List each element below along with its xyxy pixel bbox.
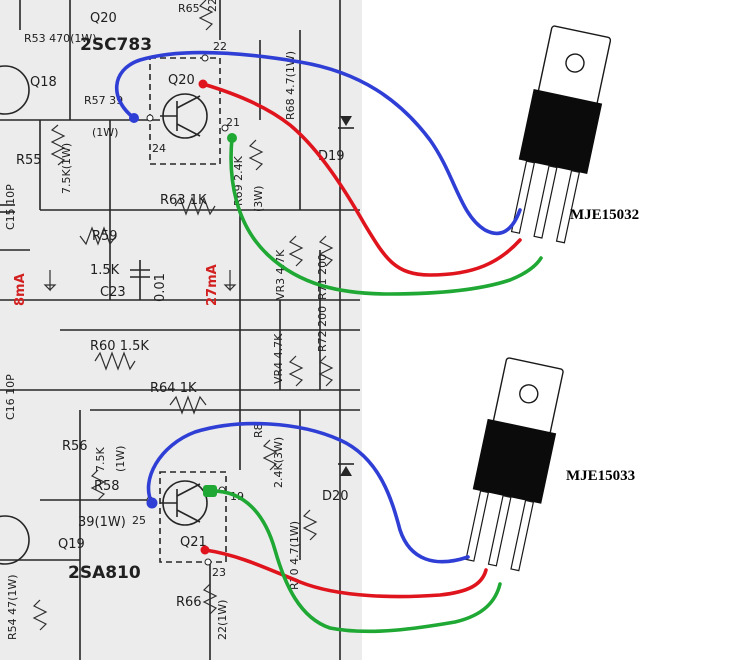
current-label-27ma: 27mA [205, 264, 220, 306]
package-body [472, 418, 557, 504]
solder-point-base-lower [146, 497, 158, 509]
r55-value: 7.5K(1W) [60, 143, 73, 194]
r60-label: R60 1.5K [90, 339, 149, 354]
q20-type: 2SC783 [80, 35, 152, 55]
current-label-8ma: 8mA [13, 273, 28, 306]
r56-watt: (1W) [114, 446, 127, 472]
vr3-label: VR3 4.7K [274, 249, 287, 300]
q19-ref: Q19 [58, 537, 85, 552]
q21-inner-ref: Q21 [180, 535, 207, 550]
r68-label: R68 4.7(1W) [284, 51, 297, 120]
to220-package-mje15033 [465, 357, 564, 572]
lead-collector [533, 165, 558, 239]
schematic-lines [0, 0, 360, 660]
q21-type: 2SA810 [68, 563, 141, 583]
r8-label: R8 [252, 423, 265, 438]
solder-point-collector-lower [200, 545, 210, 555]
c15-label: C15 10P [4, 184, 17, 230]
package-body [518, 89, 603, 175]
r58-value: 39(1W) [78, 515, 126, 530]
q21-pin-collector: 23 [212, 566, 226, 579]
wire-base-upper [114, 50, 522, 236]
r55-label: R55 [16, 153, 42, 168]
r56-value: 7.5K [94, 447, 107, 472]
lead-base [465, 490, 490, 562]
wire-collector-upper [201, 82, 522, 277]
c16-label: C16 10P [4, 374, 17, 420]
r57-watt: (1W) [92, 126, 118, 139]
r59-value: 1.5K [90, 263, 120, 278]
q20-pin-base: 24 [152, 142, 166, 155]
q20-ref: Q20 [90, 11, 117, 26]
r70-label: R70 4.7(1W) [288, 521, 301, 590]
r69-watt: (3W) [252, 186, 265, 212]
q20-inner-ref: Q20 [168, 73, 195, 88]
r63-label: R63 1K [160, 193, 207, 208]
r65-value: 22(1W) [206, 0, 219, 12]
part-label-mje15032: MJE15032 [570, 207, 639, 223]
r71-label: R71 200 [316, 254, 329, 300]
wire-base-lower [146, 421, 470, 564]
lead-emitter [510, 499, 535, 572]
r59-label: R59 [92, 229, 118, 244]
r8-value: 2.4K(3W) [272, 437, 285, 488]
wires-upper [114, 50, 543, 296]
solder-point-base-upper [129, 113, 139, 123]
r57-label: R57 39 [84, 94, 123, 107]
d20-label: D20 [322, 489, 349, 504]
lead-collector [487, 494, 512, 567]
c23-label: C23 [100, 285, 126, 300]
wire-emitter-upper [229, 136, 543, 296]
solder-point-collector-upper [198, 79, 208, 89]
r53-label: R53 470(1W) [24, 32, 97, 45]
part-label-mje15033: MJE15033 [566, 468, 635, 484]
c23-value: 0.01 [153, 273, 168, 302]
r56-label: R56 [62, 439, 88, 454]
r58-label: R58 [94, 479, 120, 494]
wires-lower [146, 421, 502, 634]
r54-label: R54 47(1W) [6, 574, 19, 640]
r66-value: 22(1W) [216, 600, 229, 640]
r72-label: R72 200 [316, 306, 329, 352]
r65-label: R65 [178, 2, 200, 15]
solder-point-emitter-upper [227, 133, 237, 143]
q21-pin-base: 25 [132, 514, 146, 527]
q20-pin-emitter: 21 [226, 116, 240, 129]
to220-package-mje15032 [510, 25, 612, 244]
r64-label: R64 1K [150, 381, 197, 396]
vr4-label: VR4 4.7K [272, 333, 285, 384]
wire-collector-lower [203, 548, 488, 599]
q20-pin-collector: 22 [213, 40, 227, 53]
r66-label: R66 [176, 595, 202, 610]
mounting-hole [519, 384, 539, 404]
lead-emitter [555, 169, 581, 244]
wire-emitter-lower [208, 489, 502, 634]
q18-ref: Q18 [30, 75, 57, 90]
mounting-hole [565, 53, 585, 73]
solder-point-emitter-lower [203, 485, 217, 497]
